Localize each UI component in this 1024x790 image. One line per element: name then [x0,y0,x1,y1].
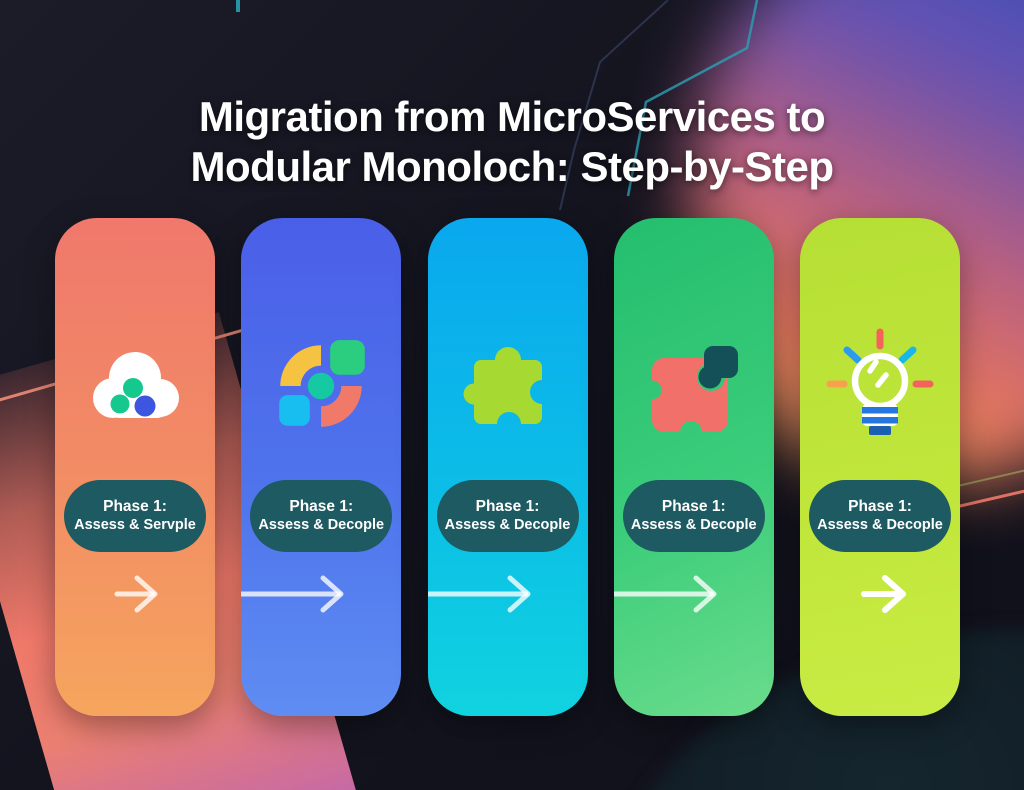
phase-label: Assess & Decople [258,517,385,533]
phase-number: Phase 1: [661,498,726,515]
phase-pill-5: Phase 1: Assess & Decople [809,480,951,552]
title-line-1: Migration from MicroServices to [198,93,826,141]
step-card-5: Phase 1: Assess & Decople [800,218,960,716]
steps-row: Phase 1: Assess & Servple [55,218,960,716]
phase-number: Phase 1: [848,498,912,515]
phase-number: Phase 1: [475,498,540,515]
arrow-icon [241,575,344,613]
puzzle-piece-icon [428,326,588,446]
phase-label: Assess & Servple [74,517,196,533]
phase-pill-1: Phase 1: Assess & Servple [64,480,206,552]
lightbulb-icon [800,326,960,446]
arrow-icon [861,575,906,613]
puzzle-merge-icon [614,326,774,446]
module-wheel-icon [241,326,401,446]
arrow-icon [427,575,530,613]
phase-label: Assess & Decople [444,517,571,533]
arrow-icon [114,575,158,613]
cloud-icon [55,326,215,446]
phase-label: Assess & Decople [630,517,757,533]
phase-pill-2: Phase 1: Assess & Decople [250,480,393,552]
phase-label: Assess & Decople [817,517,943,533]
step-card-2: Phase 1: Assess & Decople [241,218,402,716]
phase-number: Phase 1: [103,498,167,515]
step-card-1: Phase 1: Assess & Servple [55,218,215,716]
page-title: Migration from MicroServices to Modular … [0,92,1024,192]
title-line-2: Modular Monoloch: Step-by-Step [190,143,834,191]
step-card-4: Phase 1: Assess & Decople [613,218,774,716]
phase-pill-3: Phase 1: Assess & Decople [436,480,579,552]
step-card-3: Phase 1: Assess & Decople [427,218,588,716]
arrow-icon [613,575,717,613]
phase-number: Phase 1: [289,498,354,515]
phase-pill-4: Phase 1: Assess & Decople [622,480,765,552]
